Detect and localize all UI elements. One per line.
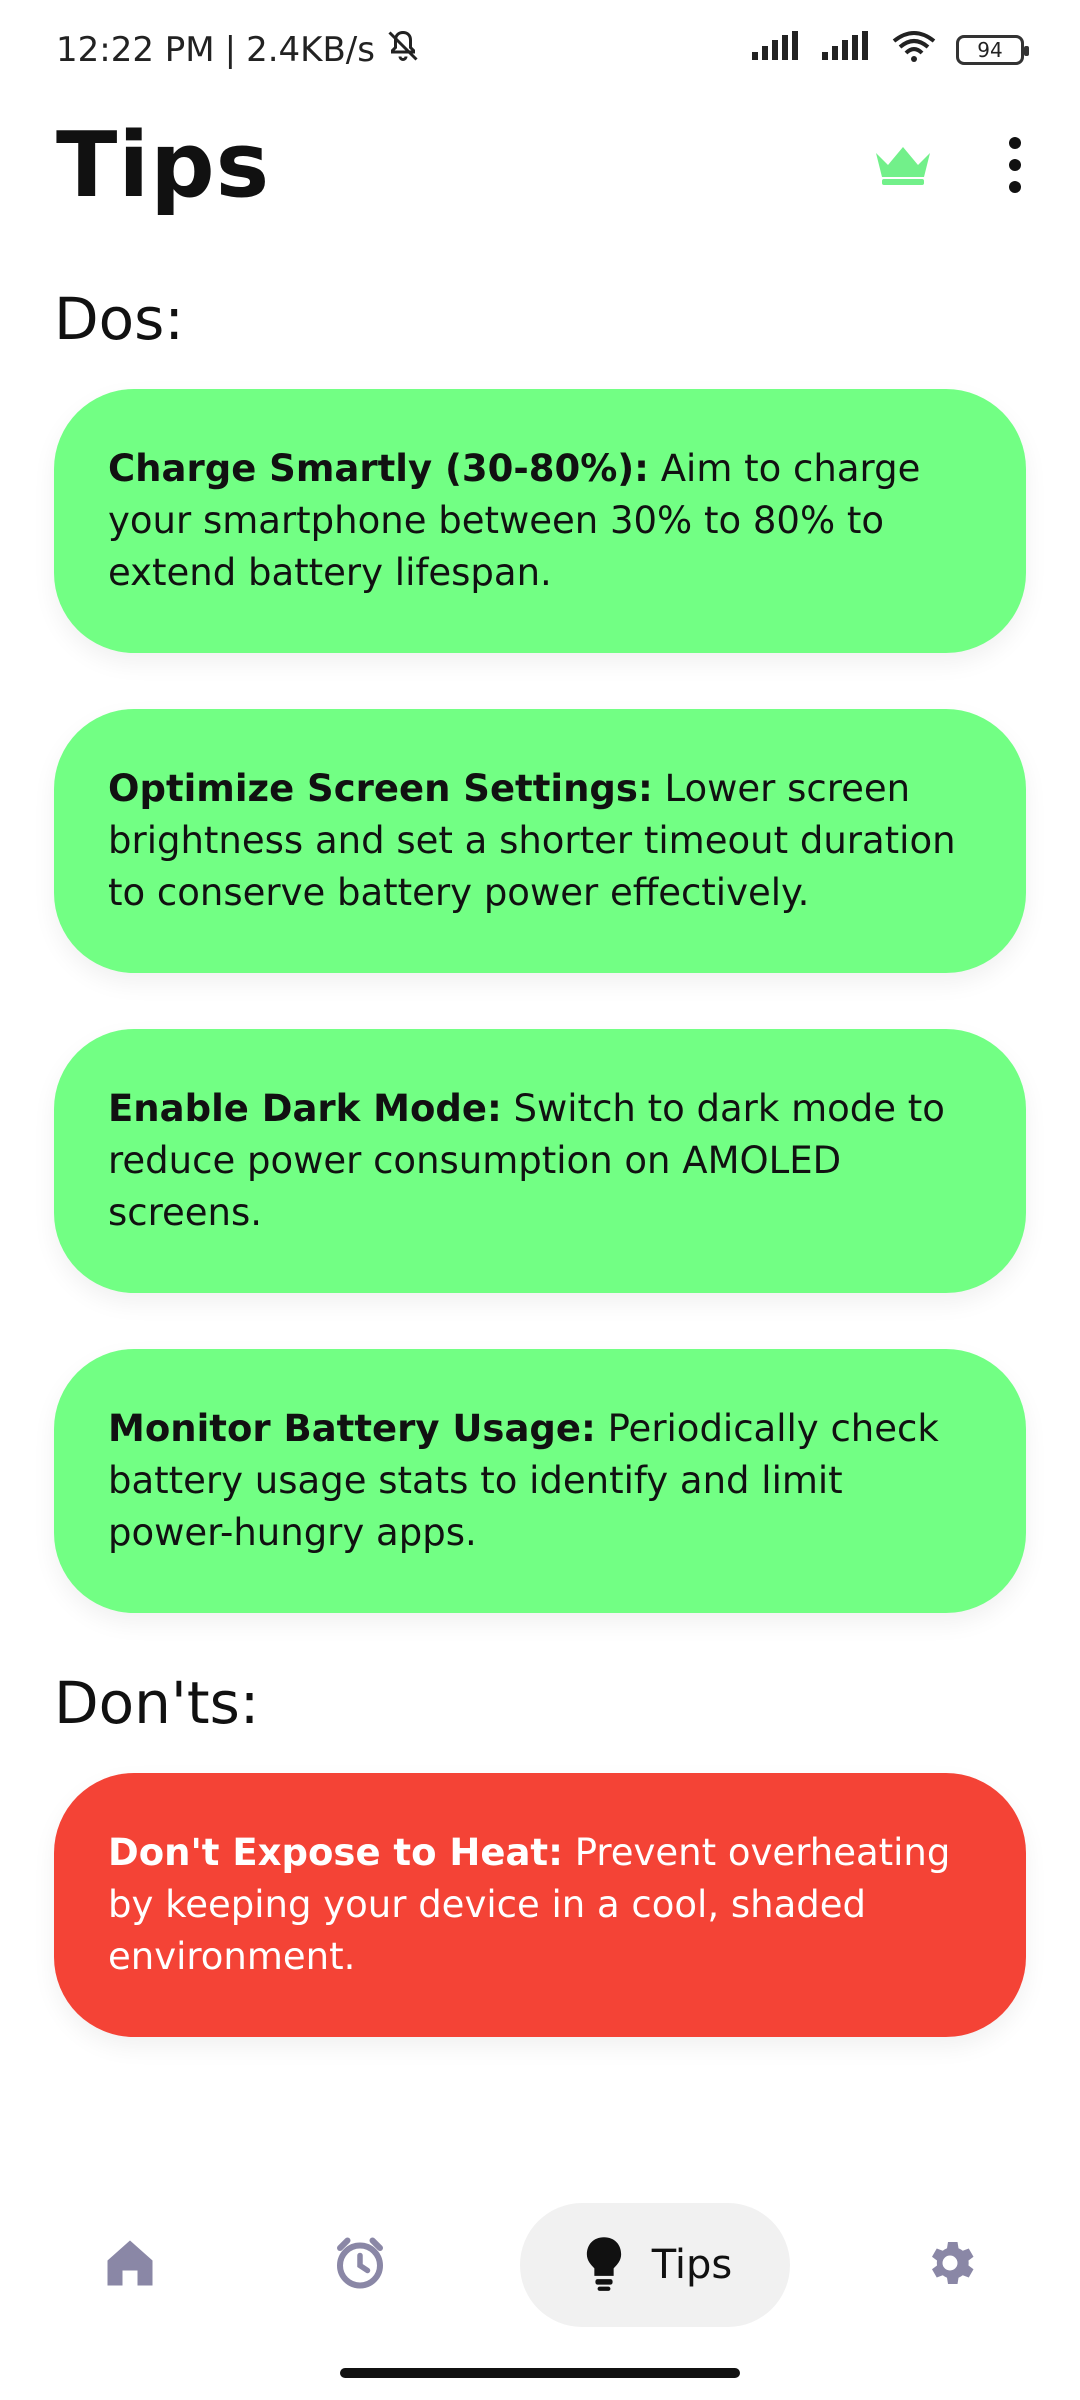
- alarm-icon: [330, 2233, 390, 2297]
- donts-section-title: Don'ts:: [54, 1669, 260, 1737]
- app-header: Tips: [0, 100, 1080, 230]
- tip-title: Don't Expose to Heat:: [108, 1831, 563, 1874]
- status-right: 94: [750, 29, 1029, 72]
- battery-level: 94: [977, 38, 1003, 62]
- do-tip-card: Charge Smartly (30-80%): Aim to charge y…: [54, 389, 1026, 653]
- bottom-navigation: Tips: [0, 2180, 1080, 2350]
- signal-icon-2: [820, 30, 872, 71]
- nav-home[interactable]: [60, 2205, 200, 2325]
- more-dot: [1009, 159, 1021, 171]
- tip-title: Charge Smartly (30-80%):: [108, 447, 649, 490]
- network-speed: 2.4KB/s: [246, 30, 375, 70]
- nav-settings[interactable]: [880, 2205, 1020, 2325]
- status-divider: |: [224, 30, 237, 70]
- dos-section-title: Dos:: [54, 285, 184, 353]
- wifi-icon: [890, 29, 938, 72]
- home-indicator[interactable]: [340, 2368, 740, 2378]
- do-tip-card: Monitor Battery Usage: Periodically chec…: [54, 1349, 1026, 1613]
- nav-tips-label: Tips: [651, 2242, 733, 2288]
- status-left: 12:22 PM | 2.4KB/s: [56, 28, 421, 73]
- more-dot: [1009, 181, 1021, 193]
- nav-alarm[interactable]: [290, 2205, 430, 2325]
- tip-text: Aim to charge your smartphone between 30…: [108, 447, 921, 594]
- status-time: 12:22 PM: [56, 30, 215, 70]
- nav-tips[interactable]: Tips: [520, 2203, 790, 2327]
- tip-text: Switch to dark mode to reduce power cons…: [108, 1087, 945, 1234]
- tip-title: Monitor Battery Usage:: [108, 1407, 596, 1450]
- home-icon: [100, 2233, 160, 2297]
- more-dot: [1009, 137, 1021, 149]
- page-title: Tips: [56, 112, 271, 218]
- lightbulb-icon: [578, 2233, 630, 2297]
- dont-tip-card: Don't Expose to Heat: Prevent overheatin…: [54, 1773, 1026, 2037]
- signal-icon: [750, 30, 802, 71]
- tip-text: Prevent overheating by keeping your devi…: [108, 1831, 951, 1978]
- tips-content[interactable]: Dos: Charge Smartly (30-80%): Aim to cha…: [54, 285, 1026, 2093]
- more-options-icon[interactable]: [1006, 137, 1024, 193]
- crown-icon[interactable]: [870, 139, 936, 191]
- tip-text: Periodically check battery usage stats t…: [108, 1407, 939, 1554]
- battery-icon: 94: [956, 35, 1029, 65]
- status-bar: 12:22 PM | 2.4KB/s: [0, 0, 1080, 100]
- do-tip-card: Optimize Screen Settings: Lower screen b…: [54, 709, 1026, 973]
- mute-bell-icon: [385, 28, 421, 73]
- gear-icon: [920, 2233, 980, 2297]
- header-actions: [870, 137, 1024, 193]
- tip-title: Optimize Screen Settings:: [108, 767, 653, 810]
- tip-title: Enable Dark Mode:: [108, 1087, 502, 1130]
- tip-text: Lower screen brightness and set a shorte…: [108, 767, 956, 914]
- do-tip-card: Enable Dark Mode: Switch to dark mode to…: [54, 1029, 1026, 1293]
